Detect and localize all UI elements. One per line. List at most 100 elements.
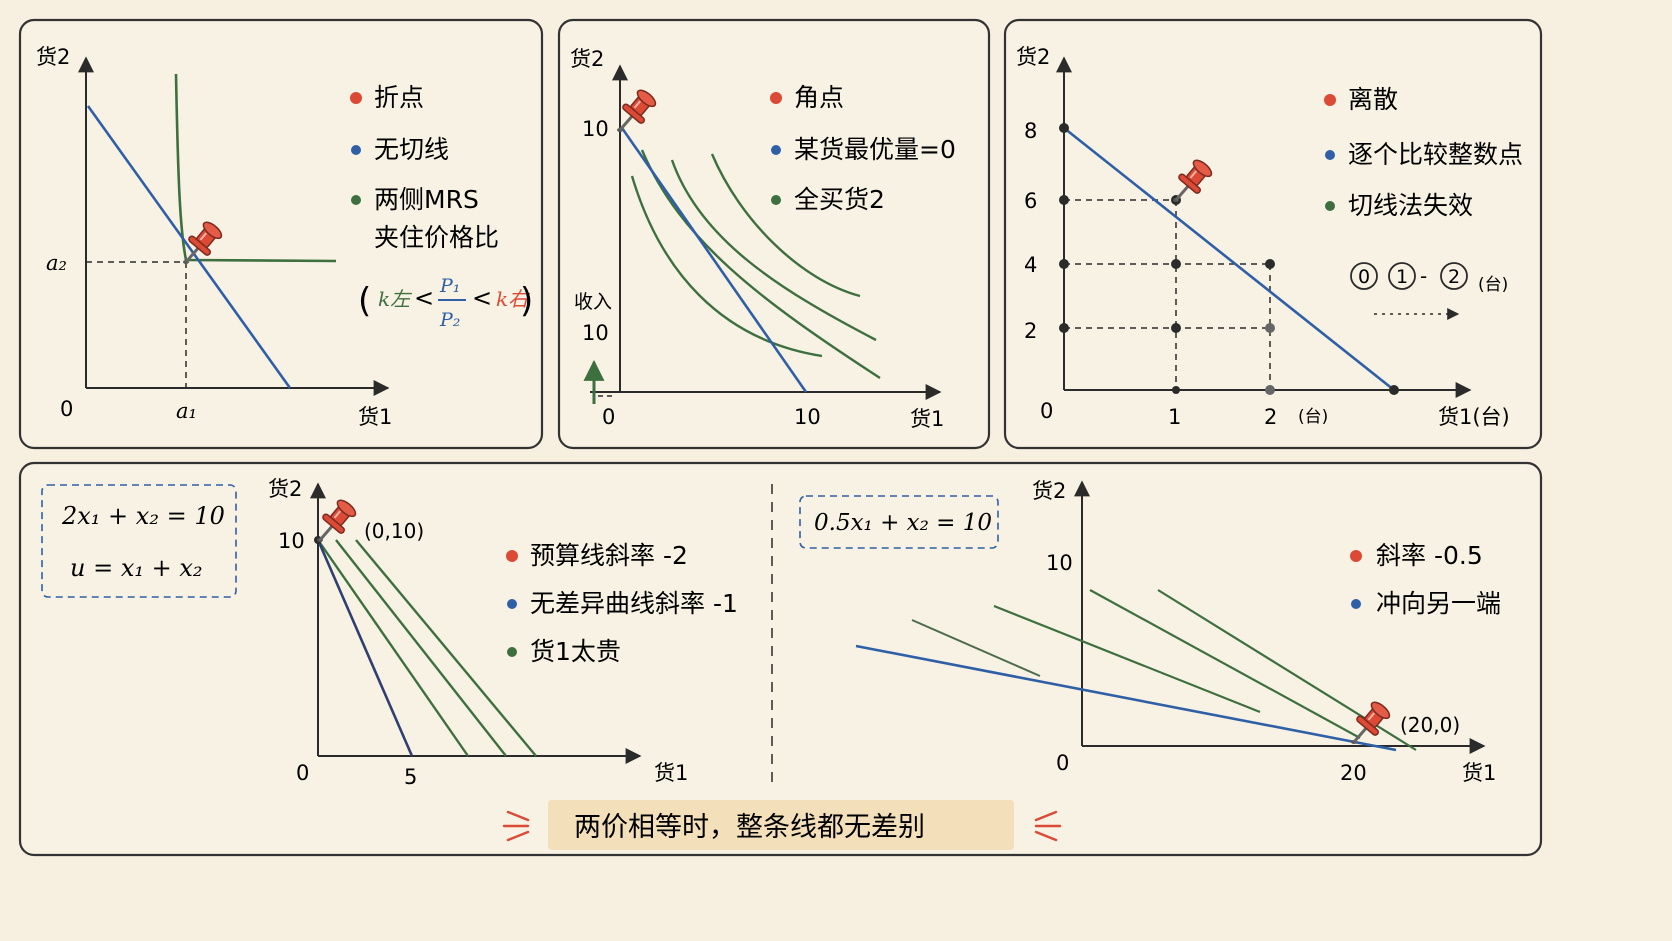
y-axis-label: 货2 [1032, 479, 1066, 503]
bullet-red [770, 92, 782, 104]
y-tick-a2: a₂ [46, 251, 67, 275]
bullet-blue [507, 599, 517, 609]
panel-kink: 货2 货1 0 a₂ a₁ 折点 无切线 两侧MRS 夹住价格比 ( k左 < … [18, 18, 544, 450]
y-axis-label: 货2 [268, 477, 302, 501]
x-axis-label: 货1 [654, 761, 688, 785]
legend-item: 夹住价格比 [374, 223, 499, 252]
bullet-red [350, 92, 362, 104]
panel-frame [18, 461, 1543, 857]
seq-dash: - [1420, 264, 1427, 288]
sequence-row: 0 1 - 2 (台) [1350, 262, 1508, 320]
x-tick-a1: a₁ [176, 399, 197, 423]
point-label: (0,10) [364, 519, 424, 543]
origin-label: 0 [1040, 399, 1053, 423]
legend-item: 全买货2 [794, 185, 885, 214]
price-num: P₁ [439, 275, 460, 297]
x-axis-label: 货1 [358, 405, 392, 429]
y-tick: 10 [1046, 551, 1073, 575]
k-right: k右 [496, 287, 531, 311]
circled-zero [1350, 262, 1378, 290]
equation-box [799, 495, 999, 549]
indifference-line [317, 539, 469, 757]
bullet-green [1325, 201, 1335, 211]
y-tick: 4 [1024, 253, 1037, 277]
indifference-line [355, 539, 537, 757]
budget-line [86, 105, 292, 389]
bullet-red [1324, 94, 1336, 106]
footer-highlight [548, 800, 1014, 850]
x-tick: 10 [794, 405, 821, 429]
indifference-line [993, 604, 1261, 714]
bullet-green [351, 195, 361, 205]
budget-line [855, 644, 1397, 752]
kinked-indifference-curve [174, 73, 337, 263]
less-than: < [414, 284, 434, 312]
indifference-curve [710, 153, 861, 298]
legend-item: 斜率 -0.5 [1376, 541, 1483, 570]
bullet-green [507, 647, 517, 657]
legend-item: 切线法失效 [1348, 191, 1473, 220]
grid-guides [1064, 199, 1271, 390]
y-axis-label: 货2 [1016, 45, 1050, 69]
paren-close: ) [520, 281, 533, 321]
y-tick: 10 [582, 117, 609, 141]
legend-item: 冲向另一端 [1376, 589, 1501, 618]
seq-item: 1 [1396, 266, 1408, 288]
indifference-curve [640, 149, 881, 380]
k-left: k左 [378, 287, 412, 311]
indifference-curve [630, 175, 823, 358]
legend-item: 无切线 [374, 135, 449, 164]
circled-two [1440, 262, 1468, 290]
legend-item: 折点 [374, 83, 424, 112]
indifference-line [335, 539, 507, 757]
indifference-curve [670, 159, 877, 342]
bullet-blue [1351, 599, 1361, 609]
x-unit-label: (台) [1298, 407, 1328, 427]
footer-caption: 两价相等时，整条线都无差别 [574, 812, 925, 843]
legend-item: 某货最优量=0 [794, 135, 956, 164]
budget-equation: 0.5x₁ + x₂ = 10 [814, 510, 992, 536]
seq-unit: (台) [1478, 275, 1508, 295]
paren-open: ( [358, 281, 371, 321]
y-tick: 6 [1024, 189, 1037, 213]
bullet-blue [1325, 150, 1335, 160]
budget-line [620, 127, 808, 393]
y-tick: 8 [1024, 119, 1037, 143]
income-value: 10 [582, 321, 609, 345]
x-tick: 2 [1264, 405, 1277, 429]
bullet-green [771, 195, 781, 205]
x-tick: 20 [1340, 761, 1367, 785]
legend-item: 角点 [794, 83, 844, 112]
x-axis-label: 货1 [910, 407, 944, 431]
indifference-line [1089, 589, 1361, 739]
income-label: 收入 [574, 291, 612, 313]
legend-item: 离散 [1348, 85, 1398, 114]
bullet-blue [771, 145, 781, 155]
legend-item: 两侧MRS [374, 185, 479, 214]
panel-perfect-substitutes: 2x₁ + x₂ = 10 u = x₁ + x₂ 货2 货1 0 10 5 (… [18, 461, 1543, 857]
seq-item: 0 [1358, 266, 1370, 288]
indifference-line [911, 619, 1041, 677]
y-tick: 10 [278, 529, 305, 553]
mrs-formula: ( k左 < P₁ P₂ < k右 ) [358, 275, 533, 331]
panel-frame [18, 18, 544, 450]
budget-equation: 2x₁ + x₂ = 10 [61, 502, 225, 530]
bullet-blue [351, 145, 361, 155]
legend-item: 预算线斜率 -2 [530, 541, 688, 570]
panel-frame [1003, 18, 1543, 450]
emphasis-marks-left [502, 810, 530, 842]
panel-corner: 货2 货1 0 10 10 收入 10 角点 某货最优量=0 全买货2 [557, 18, 991, 450]
emphasis-marks-right [1034, 810, 1062, 842]
y-axis-label: 货2 [570, 47, 604, 71]
x-tick: 1 [1168, 405, 1181, 429]
origin-label: 0 [60, 397, 73, 421]
legend-item: 逐个比较整数点 [1348, 140, 1523, 169]
y-axis-label: 货2 [36, 45, 70, 69]
panel-discrete: 货2 货1(台) 0 2 4 6 8 1 2 (台) 离散 逐个比较整数点 切线… [1003, 18, 1543, 450]
point-label: (20,0) [1400, 713, 1460, 737]
x-tick: 5 [404, 765, 417, 789]
legend-item: 货1太贵 [530, 637, 621, 666]
origin-label: 0 [602, 405, 615, 429]
bullet-red [506, 550, 518, 562]
